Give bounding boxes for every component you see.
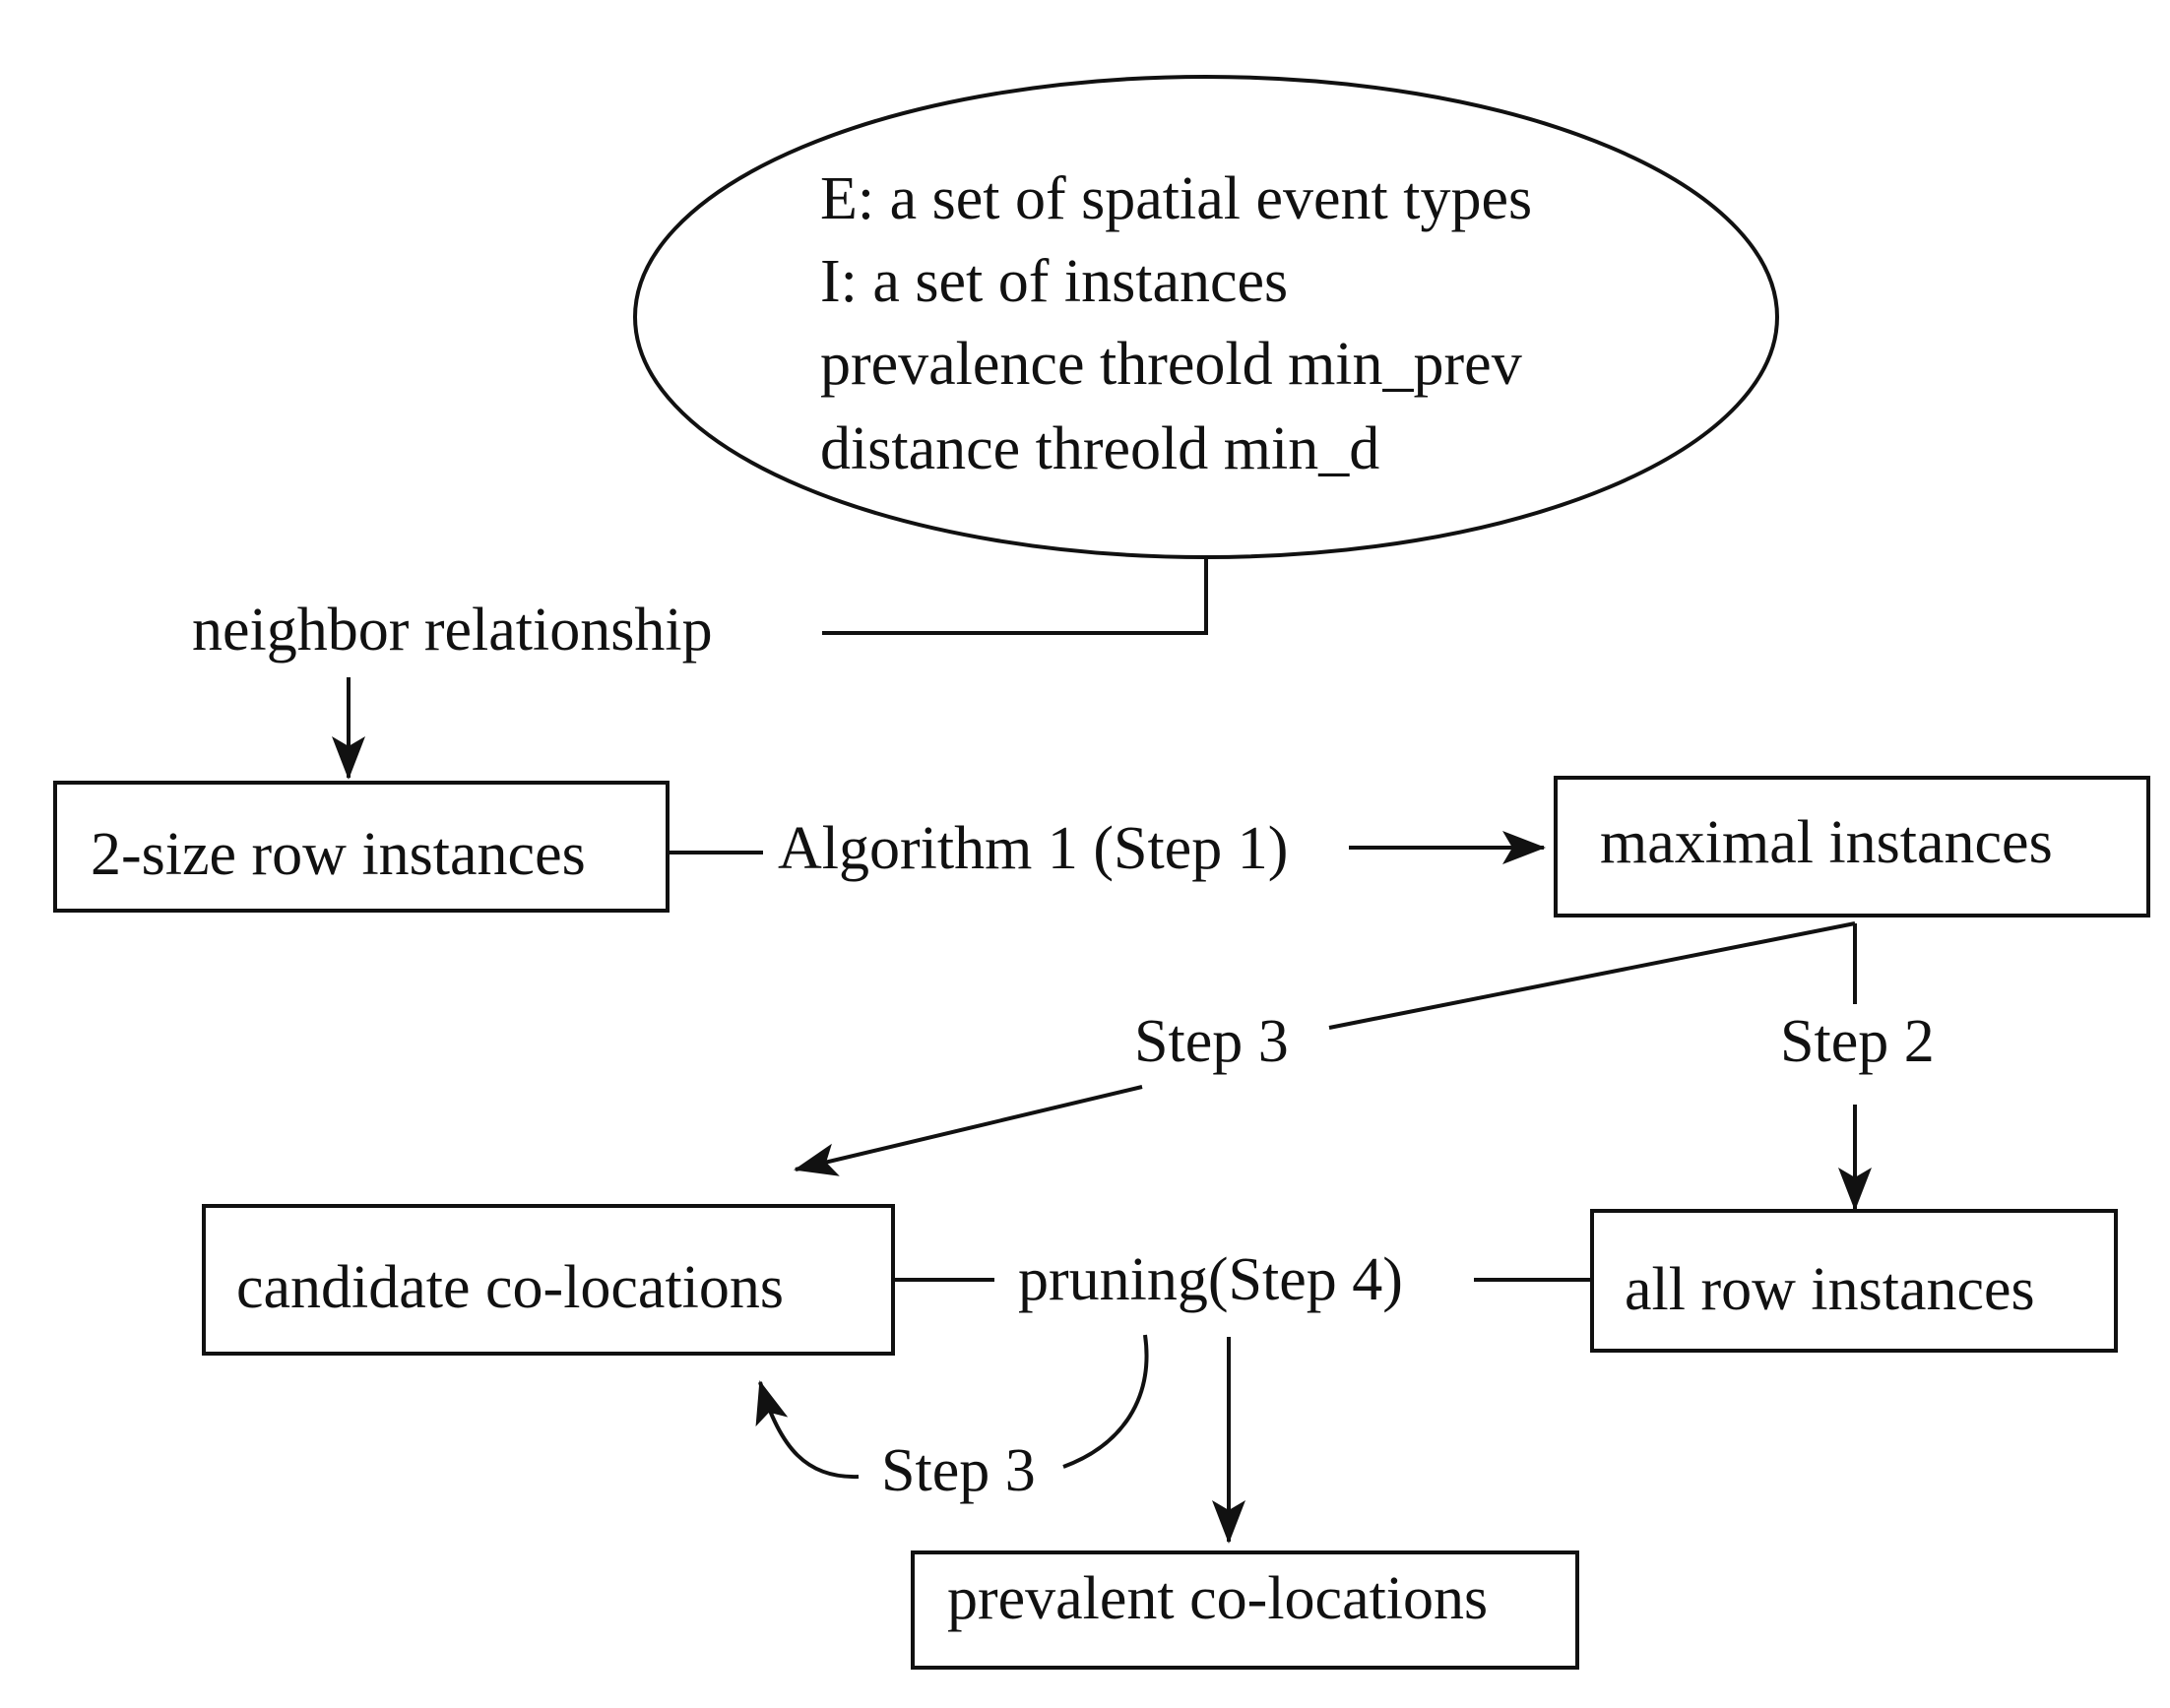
box-maximal-instances-label: maximal instances [1600, 809, 2053, 876]
connector-ellipse-to-neighbor [822, 557, 1208, 635]
input-line-3: prevalence threold min_prev [820, 331, 1522, 398]
connector-pruning-to-step3-loop [1062, 1334, 1149, 1469]
box-2size-row-instances [53, 781, 670, 913]
edge-label-step3-upper: Step 3 [1134, 1008, 1289, 1075]
edge-label-algorithm1: Algorithm 1 (Step 1) [778, 815, 1288, 882]
edge-label-pruning: pruning(Step 4) [1018, 1246, 1403, 1313]
box-prevalent-colocations [911, 1550, 1579, 1670]
box-prevalent-colocations-label: prevalent co-locations [947, 1565, 1488, 1632]
arrow-step3-to-candidate [794, 1085, 1143, 1176]
box-2size-row-instances-label: 2-size row instances [91, 821, 586, 888]
input-ellipse [633, 75, 1779, 559]
box-maximal-instances [1554, 776, 2150, 917]
box-candidate-colocations [202, 1204, 895, 1356]
arrow-step3-loop-to-candidate [755, 1380, 860, 1480]
connector-maximal-to-step3 [1328, 921, 1856, 1030]
input-line-2: I: a set of instances [820, 248, 1288, 315]
box-candidate-colocations-label: candidate co-locations [236, 1254, 784, 1321]
edge-label-step3-loop: Step 3 [881, 1437, 1036, 1504]
input-line-4: distance threold min_d [820, 415, 1379, 482]
edge-label-step2: Step 2 [1780, 1008, 1935, 1075]
box-all-row-instances-label: all row instances [1625, 1256, 2035, 1323]
neighbor-relationship-label: neighbor relationship [192, 597, 713, 664]
box-all-row-instances [1590, 1209, 2118, 1353]
input-line-1: E: a set of spatial event types [820, 165, 1532, 232]
